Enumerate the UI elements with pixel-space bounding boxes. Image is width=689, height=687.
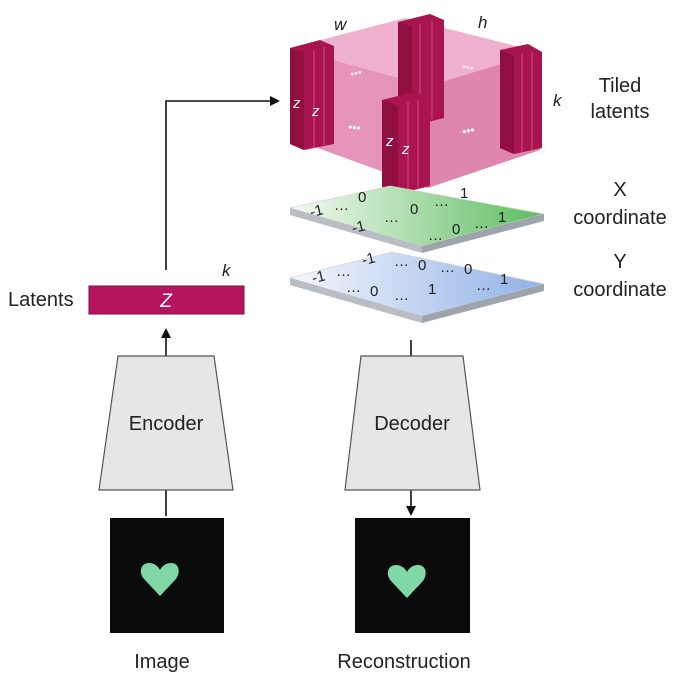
depth-label: k [553,91,563,110]
latents-label: Latents [8,289,74,311]
height-label: h [478,13,487,32]
x-grid-zero-2: 0 [410,201,418,218]
latent-vector-k: k [222,261,232,280]
tiled-latents-cube: z z z z ••• ••• ••• ••• w h k [290,13,563,194]
x-grid-zero-1: 0 [358,189,366,206]
dots-front-left: ••• [347,120,361,135]
dots-front-right: ••• [461,123,476,139]
y-coordinate-label-line1: Y [613,251,626,273]
y-grid-zero-2: 0 [464,261,472,278]
z-label-left-1: z [292,95,301,112]
x-grid-ell-4: … [428,227,443,244]
x-grid-zero-3: 0 [452,221,460,238]
latent-vector-bar [88,285,245,315]
y-grid-ell-6: … [476,277,491,294]
arrow-latents-to-tiled [165,96,280,270]
x-grid-ell-3: … [434,193,449,210]
tiled-latents-label-line1: Tiled [599,75,642,97]
dots-back-right: ••• [461,61,475,75]
image-label: Image [134,651,190,673]
y-coordinate-label-line2: coordinate [573,279,666,301]
y-grid-ell-4: … [346,279,361,296]
y-grid-one-2: 1 [500,271,508,288]
y-coordinate-plane: -1 … -1 … 0 … 0 … 0 … 1 … 1 [288,249,545,323]
reconstructed-heart-icon [387,565,426,598]
encoder-block [98,355,234,491]
x-coordinate-plane: -1 … 0 -1 … 0 … 1 … 0 … 1 [289,185,545,253]
z-label-front-2: z [401,141,410,158]
x-grid-one-1: 1 [460,185,468,202]
y-grid-ell-2: … [394,253,409,270]
input-image [110,518,224,633]
y-grid-one-1: 1 [428,281,436,298]
dots-back-left: ••• [349,67,363,81]
x-coordinate-label-line2: coordinate [573,207,666,229]
decoder-label: Decoder [374,413,450,435]
z-label-front-1: z [385,133,394,150]
y-grid-neg-2: -1 [360,249,377,269]
decoder-block [344,355,481,491]
reconstruction-label: Reconstruction [337,651,470,673]
x-grid-ell-5: … [474,215,489,232]
y-grid-zero-1: 0 [418,257,426,274]
y-grid-zero-3: 0 [370,283,378,300]
width-label: w [334,15,348,34]
latent-vector-z: Z [159,291,173,312]
encoder-label: Encoder [129,413,204,435]
x-grid-ell-2: … [384,209,399,226]
x-grid-neg-2: -1 [350,217,367,237]
x-coordinate-label-line1: X [613,179,626,201]
tiled-latents-label-line2: latents [591,101,650,123]
y-grid-ell-1: … [336,263,351,280]
heart-icon [140,563,179,596]
reconstruction-image [355,518,470,633]
x-grid-one-2: 1 [498,209,506,226]
y-grid-ell-5: … [394,287,409,304]
z-label-left-2: z [311,103,320,120]
x-grid-ell-1: … [334,197,349,214]
y-grid-neg-1: -1 [310,267,327,287]
x-grid-neg-1: -1 [308,201,325,221]
y-grid-ell-3: … [440,259,455,276]
